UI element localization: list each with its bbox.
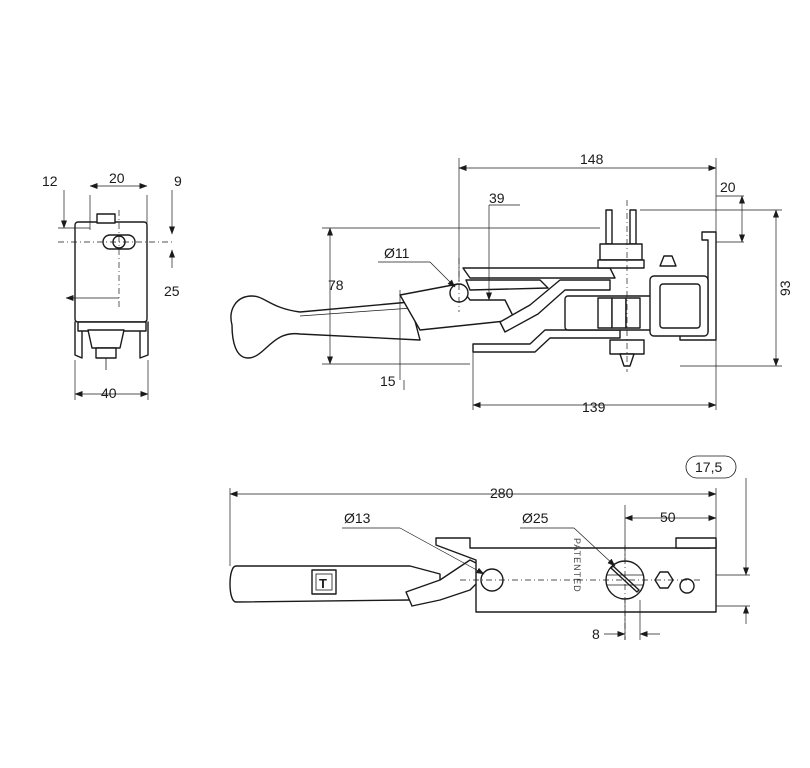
dim-9: 9	[174, 173, 182, 189]
dim-20-side: 20	[109, 170, 125, 186]
dim-diameter-11: Ø11	[384, 245, 410, 261]
dim-139: 139	[582, 399, 606, 415]
side-view: 12 20 9 25 40	[42, 170, 182, 401]
dim-17-5: 17,5	[695, 459, 722, 475]
dim-280: 280	[490, 485, 514, 501]
top-view: T PATENTED 17,5	[229, 455, 750, 642]
dim-40: 40	[101, 385, 117, 401]
dim-8: 8	[592, 626, 600, 642]
patented-marking: PATENTED	[572, 538, 582, 593]
dim-12: 12	[42, 173, 58, 189]
dim-50: 50	[660, 509, 676, 525]
dim-15: 15	[380, 373, 396, 389]
logo-letter: T	[319, 576, 327, 591]
dim-39: 39	[489, 190, 505, 206]
dim-148: 148	[580, 151, 604, 167]
dim-78: 78	[328, 277, 344, 293]
dim-93: 93	[777, 280, 793, 296]
front-view: 148 39 20 Ø11 78 93 15 139	[230, 151, 793, 415]
dim-diameter-13: Ø13	[344, 510, 371, 526]
dim-diameter-25: Ø25	[522, 510, 549, 526]
dim-20-front: 20	[720, 179, 736, 195]
dim-25-side: 25	[164, 283, 180, 299]
